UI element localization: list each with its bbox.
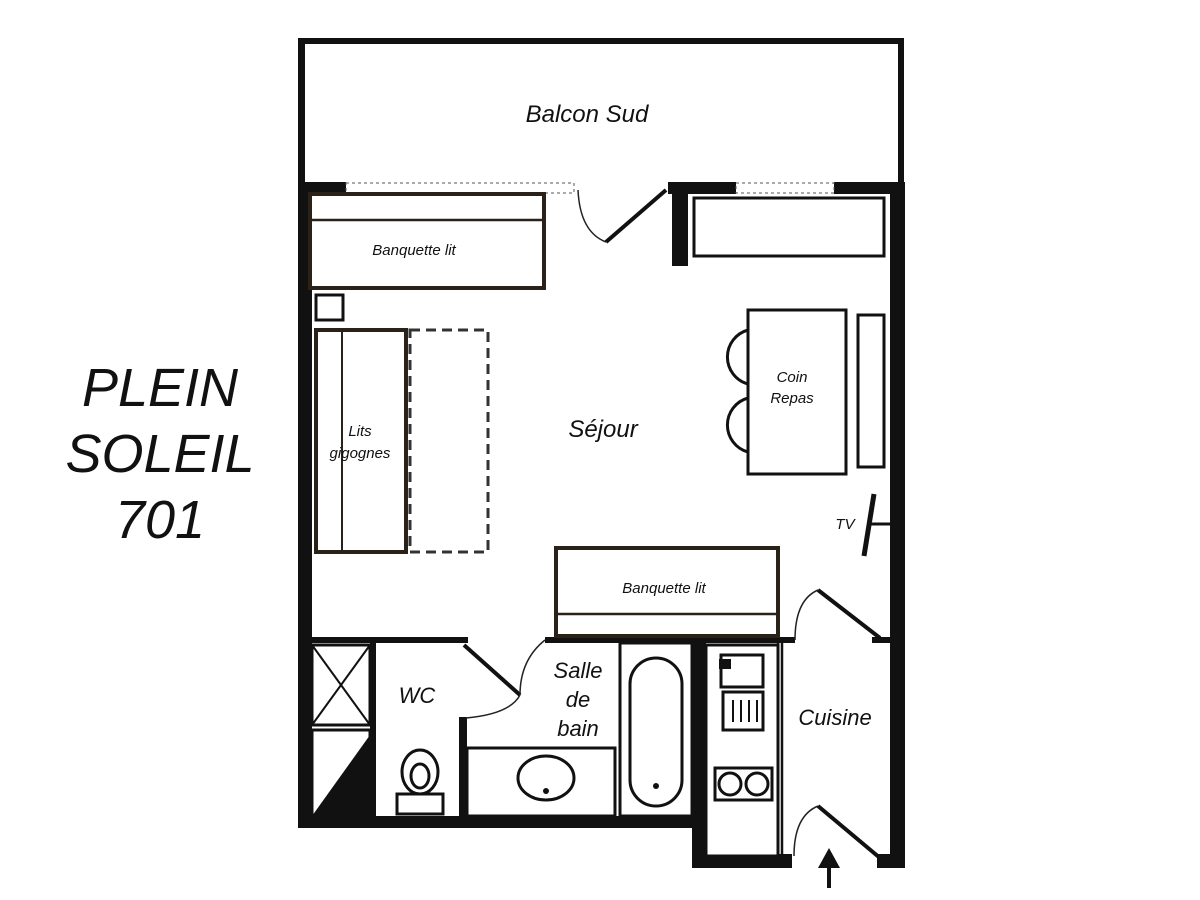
radiator-top-right [692,196,886,258]
balcony-label: Balcon Sud [526,101,649,128]
wc-door[interactable] [462,643,522,719]
bathroom-door[interactable] [519,639,546,696]
bathroom-label-1: Salle [554,658,603,683]
doors [462,188,882,860]
toilet [395,748,445,816]
balcony [298,38,904,184]
tv-label: TV [835,516,856,533]
sofa-bed-top-label: Banquette lit [372,242,456,259]
bunk-beds: Lits gigognes [314,328,490,554]
dining-area: Coin Repas [725,308,886,476]
kitchen-door[interactable] [794,588,882,641]
bunk-beds-label-2: gigognes [330,445,391,462]
bathroom-fixtures [465,641,694,818]
storage-closet [310,643,372,818]
balcony-door[interactable] [577,188,668,244]
dining-label-1: Coin [777,369,808,386]
windows [345,182,835,194]
living-room-label: Séjour [568,416,638,443]
title-line-3: 701 [114,490,206,550]
bathroom-label-3: bain [557,716,599,741]
entrance-door[interactable] [793,804,882,860]
title-line-1: PLEIN [81,358,239,418]
title-line-2: SOLEIL [65,424,255,484]
sofa-bed-bottom-label: Banquette lit [622,580,706,597]
bunk-beds-label-1: Lits [348,423,372,440]
wc-label: WC [399,683,436,708]
entrance-arrow-icon [818,848,840,888]
dining-label-2: Repas [770,390,814,407]
sofa-bed-top: Banquette lit [308,192,546,290]
tv: TV [835,493,890,557]
apartment-title: PLEIN SOLEIL 701 [40,355,280,553]
bathroom-label-2: de [566,687,590,712]
kitchen-fixtures [704,643,780,858]
kitchen-label: Cuisine [798,705,871,730]
sofa-bed-bottom: Banquette lit [554,546,780,638]
small-cabinet [314,293,345,322]
